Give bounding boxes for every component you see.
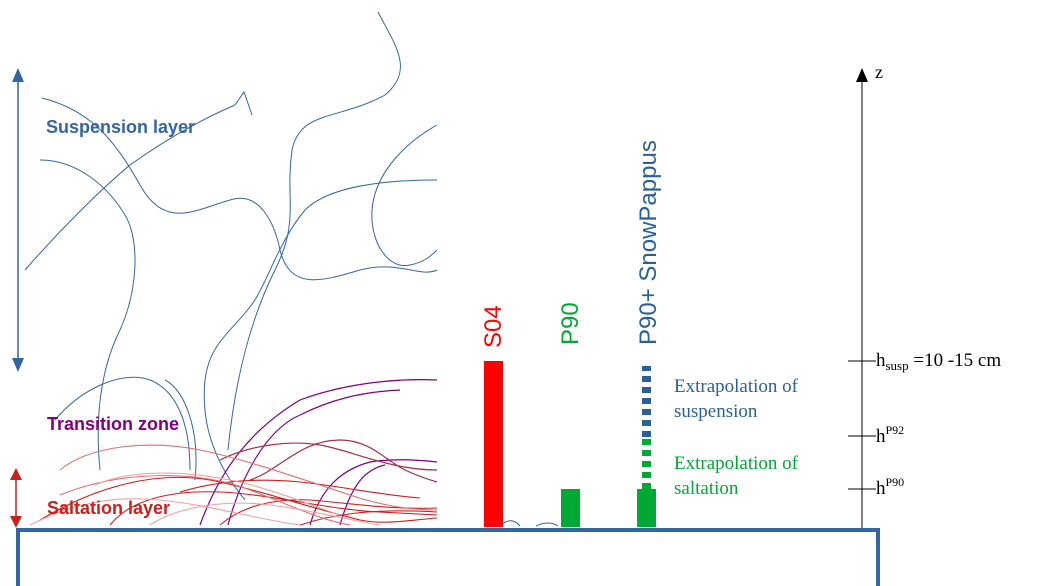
arrow-up-icon bbox=[12, 68, 24, 82]
z-axis: z bbox=[856, 62, 883, 528]
tick-hp90: hP90 bbox=[848, 475, 904, 499]
p90-snowpappus-label: P90+ SnowPappus bbox=[635, 140, 662, 345]
suspension-layer-arrow bbox=[12, 68, 24, 372]
suspension-layer-label: Suspension layer bbox=[46, 117, 195, 137]
hp92-label: hP92 bbox=[876, 423, 904, 447]
hsusp-label: hsusp =10 -15 cm bbox=[876, 350, 1001, 373]
suspension-extrapolation-text: Extrapolation of suspension bbox=[674, 376, 803, 422]
p90-snowpappus-bar bbox=[637, 489, 656, 527]
saltation-layer-label: Saltation layer bbox=[47, 498, 170, 518]
z-axis-label: z bbox=[875, 62, 883, 82]
s04-bar bbox=[484, 361, 503, 527]
saltation-trajectories bbox=[29, 444, 438, 526]
p90-bar bbox=[561, 489, 580, 527]
saltation-layer-arrow bbox=[10, 468, 22, 528]
transition-zone-label: Transition zone bbox=[47, 414, 179, 434]
arrow-up-icon bbox=[10, 468, 22, 480]
p90-label: P90 bbox=[557, 302, 584, 345]
arrow-down-icon bbox=[12, 358, 24, 372]
s04-label: S04 bbox=[480, 305, 507, 348]
ground-snowpack bbox=[16, 528, 880, 586]
axis-arrow-icon bbox=[856, 68, 868, 82]
tick-hsusp: hsusp =10 -15 cm bbox=[848, 350, 1001, 373]
particle-hops bbox=[499, 520, 559, 527]
suspension-trajectories bbox=[24, 11, 438, 501]
saltation-extrapolation-text: Extrapolation of saltation bbox=[674, 453, 803, 499]
hp90-label: hP90 bbox=[876, 475, 904, 499]
tick-hp92: hP92 bbox=[848, 423, 904, 447]
arrow-down-icon bbox=[10, 516, 22, 528]
